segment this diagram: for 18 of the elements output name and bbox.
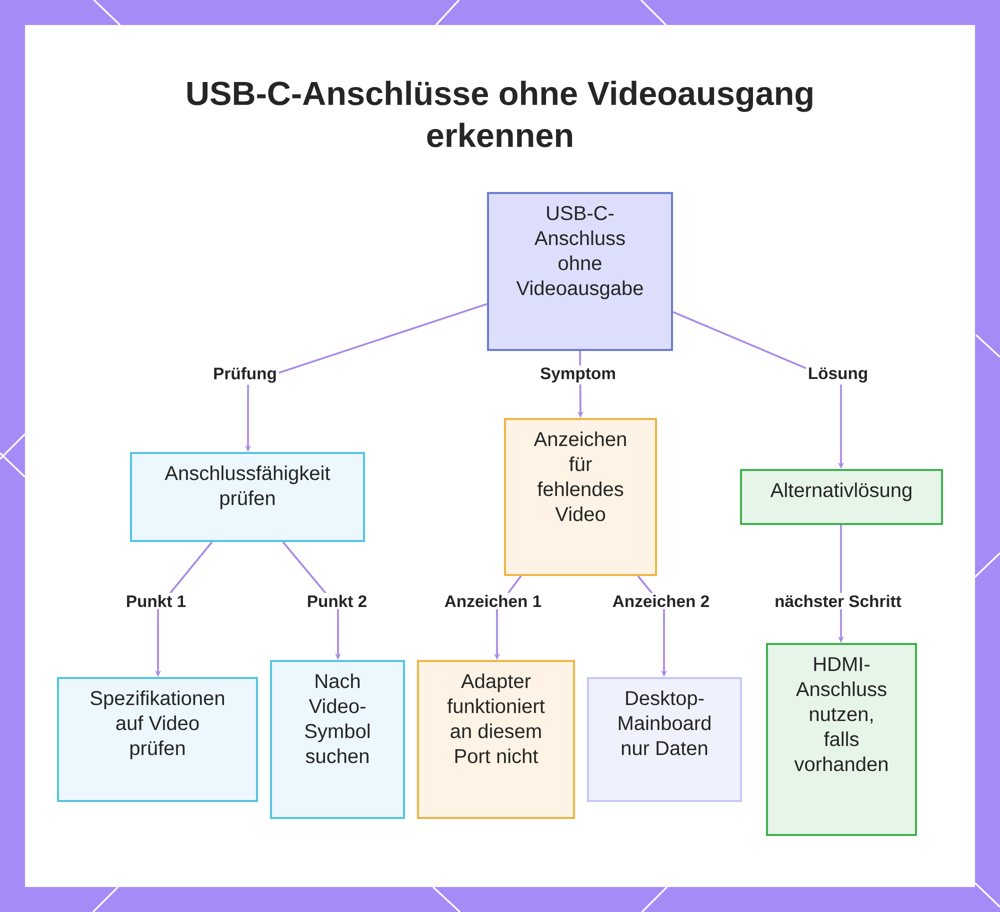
edge-label: Symptom — [538, 365, 618, 385]
edge-label: Anzeichen 1 — [442, 592, 544, 610]
edge-label: Punkt 1 — [124, 592, 188, 610]
leaf-box: Desktop- Mainboard nur Daten — [587, 677, 742, 802]
leaf-box: Spezifikationen auf Video prüfen — [57, 677, 258, 802]
branch-box: Anzeichen für fehlendes Video — [504, 418, 657, 576]
root-box: USB-C- Anschluss ohne Videoausgabe — [487, 192, 673, 351]
edge-label: Anzeichen 2 — [610, 592, 712, 610]
branch-box: Anschlussfähigkeit prüfen — [130, 452, 365, 542]
leaf-box: Adapter funktioniert an diesem Port nicht — [417, 660, 575, 819]
edge-label: Punkt 2 — [304, 592, 370, 610]
branch-box: Alternativlösung — [740, 469, 943, 525]
leaf-box: HDMI- Anschluss nutzen, falls vorhanden — [766, 643, 917, 836]
leaf-box: Nach Video- Symbol suchen — [270, 660, 405, 819]
edge-label: nächster Schritt — [772, 592, 904, 610]
title: USB-C-Anschlüsse ohne Videoausgang erkennen — [187, 80, 812, 148]
edge-label: Prüfung — [211, 365, 279, 385]
edge-label: Lösung — [806, 365, 870, 385]
